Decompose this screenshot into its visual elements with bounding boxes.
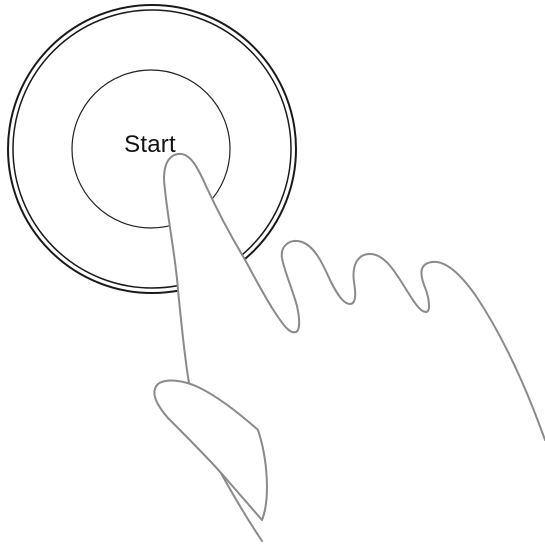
hand-outline: [164, 154, 545, 541]
pointing-hand-icon: [154, 154, 545, 541]
start-button[interactable]: [72, 70, 230, 228]
